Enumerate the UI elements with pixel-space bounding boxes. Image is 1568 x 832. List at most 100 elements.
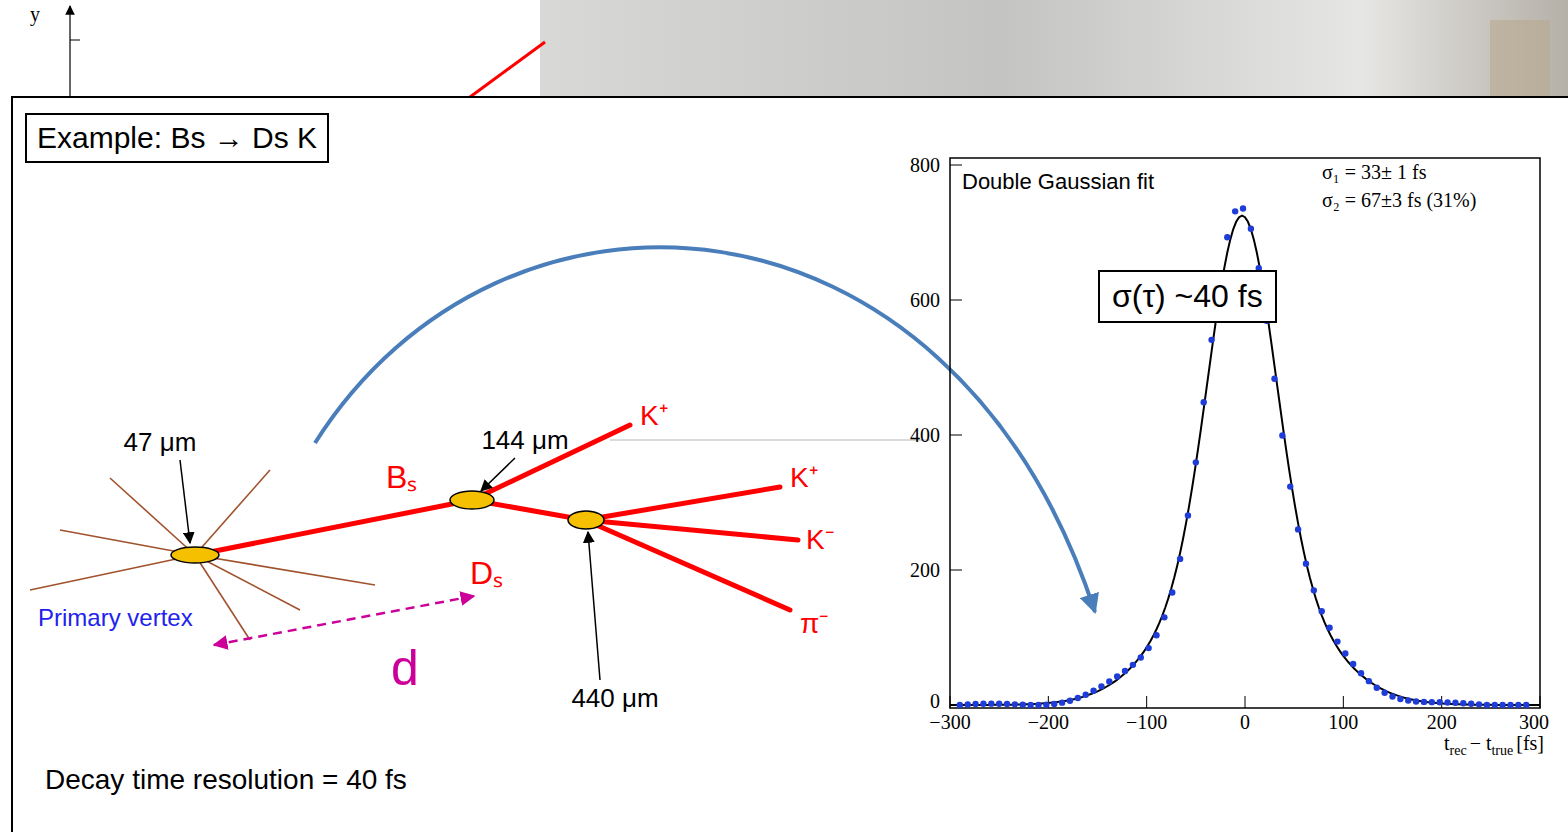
resolution-label: 440 μm bbox=[571, 684, 658, 713]
tick-label: 300 bbox=[1519, 711, 1549, 733]
axis-title-part: [fs] bbox=[1516, 732, 1544, 754]
data-point bbox=[1350, 661, 1356, 667]
particle-label: K⁺ bbox=[640, 401, 668, 432]
data-point bbox=[1287, 483, 1293, 489]
data-point bbox=[1153, 632, 1159, 638]
text-box: σ(τ) ~40 fs bbox=[1098, 270, 1277, 323]
particle-label: Dₛ bbox=[470, 556, 503, 591]
axis-tick bbox=[1540, 696, 1541, 708]
plot-area bbox=[950, 165, 1540, 708]
note-text: Decay time resolution = 40 fs bbox=[45, 765, 407, 796]
data-point bbox=[1507, 702, 1513, 708]
data-point bbox=[1059, 699, 1065, 705]
data-point bbox=[1083, 692, 1089, 698]
tick-label: 0 bbox=[1240, 711, 1250, 733]
red-track bbox=[470, 42, 545, 97]
fit-parameter: σ₂ = 67±3 fs (31%) bbox=[1322, 189, 1476, 211]
axis-tick bbox=[950, 570, 962, 571]
data-point bbox=[1012, 701, 1018, 707]
data-point bbox=[1342, 650, 1348, 656]
plot-title: Double Gaussian fit bbox=[962, 170, 1154, 194]
tick-label: −200 bbox=[1028, 711, 1069, 733]
data-point bbox=[1437, 699, 1443, 705]
data-point bbox=[1492, 702, 1498, 708]
data-point bbox=[1004, 701, 1010, 707]
data-point bbox=[1145, 645, 1151, 651]
data-point bbox=[1405, 697, 1411, 703]
tick-label: −300 bbox=[929, 711, 970, 733]
distance-label: d bbox=[391, 641, 419, 696]
data-point bbox=[1169, 589, 1175, 595]
data-point bbox=[1051, 701, 1057, 707]
data-point bbox=[1020, 702, 1026, 708]
data-point bbox=[1381, 690, 1387, 696]
data-point bbox=[1429, 699, 1435, 705]
background-photo bbox=[540, 0, 1568, 97]
tick-label: 0 bbox=[930, 690, 940, 712]
data-point bbox=[1374, 684, 1380, 690]
box-text: Example: Bs → Ds K bbox=[37, 121, 317, 155]
data-point bbox=[1358, 670, 1364, 676]
data-point bbox=[1444, 699, 1450, 705]
data-point bbox=[1098, 683, 1104, 689]
data-point bbox=[1452, 700, 1458, 706]
y-axis bbox=[69, 6, 70, 97]
data-point bbox=[1067, 698, 1073, 704]
axis-title-part: t bbox=[1444, 732, 1450, 754]
data-point bbox=[1366, 678, 1372, 684]
data-point bbox=[1397, 696, 1403, 702]
axis-tick bbox=[1343, 696, 1344, 708]
plot-frame bbox=[950, 158, 1540, 708]
data-point bbox=[1035, 702, 1041, 708]
data-point bbox=[1523, 702, 1529, 708]
data-point bbox=[1460, 700, 1466, 706]
box-text: σ(τ) ~40 fs bbox=[1112, 278, 1263, 315]
particle-label: K⁻ bbox=[806, 525, 834, 556]
resolution-label: 144 μm bbox=[481, 426, 568, 455]
data-point bbox=[1208, 337, 1214, 343]
fit-curve bbox=[950, 216, 1540, 705]
data-point bbox=[1326, 625, 1332, 631]
data-point bbox=[1484, 702, 1490, 708]
particle-label: K⁺ bbox=[790, 463, 818, 494]
data-point bbox=[1515, 702, 1521, 708]
data-point bbox=[1114, 673, 1120, 679]
data-point bbox=[1421, 699, 1427, 705]
data-point bbox=[1476, 701, 1482, 707]
data-point bbox=[1106, 678, 1112, 684]
data-point bbox=[1468, 701, 1474, 707]
tick-label: 100 bbox=[1328, 711, 1358, 733]
distance-arrow bbox=[214, 596, 474, 645]
tick-label: 800 bbox=[910, 154, 940, 176]
axis-tick bbox=[1146, 696, 1147, 708]
tick-label: −100 bbox=[1126, 711, 1167, 733]
data-point bbox=[1279, 432, 1285, 438]
data-point bbox=[1319, 608, 1325, 614]
data-point bbox=[1248, 225, 1254, 231]
axis-title-part: − t bbox=[1470, 732, 1492, 754]
leader-arrows bbox=[180, 458, 600, 680]
data-point bbox=[996, 701, 1002, 707]
axis-tick bbox=[70, 40, 80, 41]
photo-detail bbox=[1490, 20, 1550, 97]
axis-title: trec− ttrue[fs] bbox=[1441, 732, 1544, 759]
data-point bbox=[988, 700, 994, 706]
axis-label: y bbox=[30, 3, 40, 25]
data-point bbox=[1122, 668, 1128, 674]
pointer-arrow bbox=[315, 247, 1095, 612]
text-box: Example: Bs → Ds K bbox=[25, 113, 329, 163]
data-point bbox=[1232, 208, 1238, 214]
data-point bbox=[1177, 556, 1183, 562]
axis-tick bbox=[950, 696, 951, 708]
resolution-label: 47 μm bbox=[124, 428, 197, 457]
data-point bbox=[1224, 234, 1230, 240]
data-point bbox=[1161, 614, 1167, 620]
data-point bbox=[1027, 702, 1033, 708]
tick-label: 200 bbox=[910, 559, 940, 581]
axis-tick bbox=[950, 300, 962, 301]
data-point bbox=[1043, 702, 1049, 708]
data-point bbox=[965, 701, 971, 707]
background-line bbox=[610, 439, 930, 441]
data-point bbox=[1075, 695, 1081, 701]
